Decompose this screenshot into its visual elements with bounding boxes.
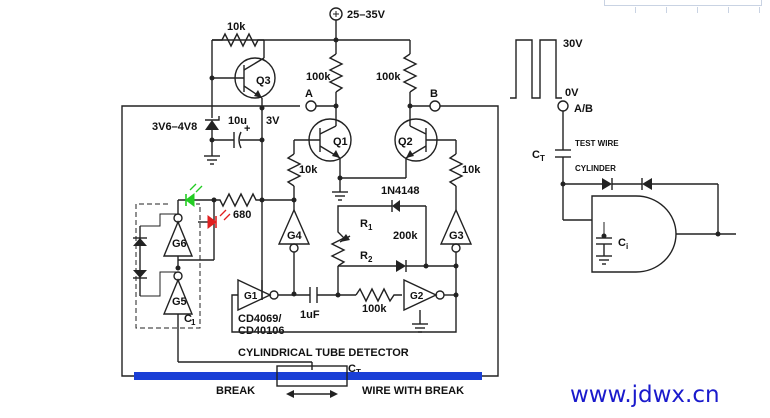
- schematic-label: G4: [287, 230, 303, 242]
- gate-g3: G3: [439, 208, 473, 253]
- schematic-label: 0V: [565, 87, 579, 99]
- schematic-label: BREAK: [216, 385, 255, 397]
- node-a-terminal: [305, 100, 317, 112]
- schematic-label: G1: [244, 291, 258, 302]
- schematic-label: 3V6–4V8: [152, 121, 197, 133]
- gate-g5: G5: [162, 271, 194, 315]
- schematic-label: 100k: [362, 303, 387, 315]
- schematic-label: C: [348, 363, 356, 375]
- detector-title: CYLINDRICAL TUBE DETECTOR: [238, 347, 409, 359]
- watermark-url: www.jdwx.cn: [570, 382, 720, 408]
- schematic-label: G6: [172, 238, 187, 250]
- diode-right-a: [602, 178, 613, 190]
- gate-g1: G1: [237, 278, 279, 312]
- transistor-q3: Q3: [212, 57, 276, 99]
- led-green: [185, 183, 203, 207]
- schematic-label: 1: [368, 223, 373, 232]
- schematic-label: A/B: [574, 103, 593, 115]
- node-ab-terminal: [557, 100, 569, 112]
- resistor-100k-b: 100k: [376, 40, 418, 93]
- and-gate: [591, 195, 677, 273]
- zener-diode: 3V6–4V8: [152, 82, 220, 165]
- schematic-label: 10k: [299, 164, 318, 176]
- led-red: [198, 209, 231, 229]
- node-a-label: A: [305, 88, 313, 100]
- node-b-terminal: [429, 100, 441, 112]
- schematic-label: 1N4148: [381, 185, 420, 197]
- schematic-label: 10k: [462, 164, 481, 176]
- schematic-label: 1uF: [300, 309, 320, 321]
- schematic-label: G5: [172, 296, 187, 308]
- gate-g4: G4: [277, 200, 311, 253]
- gate-g6: G6: [162, 200, 194, 257]
- test-wire-bar: [134, 372, 482, 380]
- capacitor-ct-right: C T TEST WIRE CYLINDER: [532, 139, 619, 173]
- diode-right-b: [641, 178, 652, 190]
- schematic-label: 100k: [306, 71, 331, 83]
- supply-voltage-label: 25–35V: [347, 9, 386, 21]
- schematic-label: TEST WIRE: [575, 139, 619, 148]
- resistor-10k-q3: 10k: [212, 21, 264, 48]
- resistor-10k-q2: 10k: [448, 140, 481, 210]
- chip-label: CD4069/: [238, 313, 281, 325]
- capacitor-10u: 10u +: [212, 115, 262, 149]
- schematic-label: 10k: [227, 21, 246, 33]
- resistor-680: 680: [214, 192, 262, 221]
- schematic-label: C: [532, 149, 540, 161]
- cylindrical-tube: [276, 365, 348, 387]
- schematic-label: C: [184, 313, 192, 325]
- supply-terminal: 25–35V: [329, 7, 386, 21]
- capacitor-ci: C i: [596, 237, 628, 265]
- gate-g2: G2: [403, 278, 445, 312]
- schematic-label: WIRE WITH BREAK: [362, 385, 464, 397]
- resistor-100k-osc: 100k: [355, 287, 402, 315]
- node-b-label: B: [430, 88, 438, 100]
- schematic-label: 10u: [228, 115, 247, 127]
- schematic-label: 1: [191, 318, 196, 327]
- schematic-label: Q3: [256, 75, 271, 87]
- rail-3v-label: 3V: [266, 115, 280, 127]
- schematic-label: R: [360, 250, 368, 262]
- schematic-label: C: [618, 237, 626, 249]
- resistor-100k-a: 100k: [306, 40, 344, 93]
- schematic-label: 2: [368, 255, 373, 264]
- schematic-label: +: [244, 123, 250, 135]
- transistor-q1: Q1: [294, 118, 352, 162]
- potentiometer-200k: R 1 R 2 200k: [330, 218, 418, 295]
- schematic-label: 100k: [376, 71, 401, 83]
- schematic-label: 680: [233, 209, 251, 221]
- schematic-label: 200k: [393, 230, 418, 242]
- diode-1n4148-top: 1N4148: [381, 185, 426, 212]
- waveform: 30V 0V: [510, 38, 583, 99]
- schematic-label: T: [540, 154, 545, 163]
- schematic-label: CYLINDER: [575, 164, 616, 173]
- schematic-label: Q1: [333, 136, 348, 148]
- resistor-10k-q1: 10k: [286, 140, 318, 200]
- schematic-label: G2: [410, 291, 424, 302]
- schematic-label: CD40106: [238, 325, 284, 337]
- diode-bottom: [396, 260, 407, 272]
- capacitor-1uf: 1uF: [300, 287, 320, 321]
- schematic-label: Q2: [398, 136, 413, 148]
- transistor-q2: Q2: [394, 118, 456, 162]
- top-tab-strip: [604, 0, 762, 13]
- schematic-label: R: [360, 218, 368, 230]
- schematic-label: G3: [449, 230, 464, 242]
- schematic-label: i: [626, 242, 628, 251]
- schematic-label: 30V: [563, 38, 583, 50]
